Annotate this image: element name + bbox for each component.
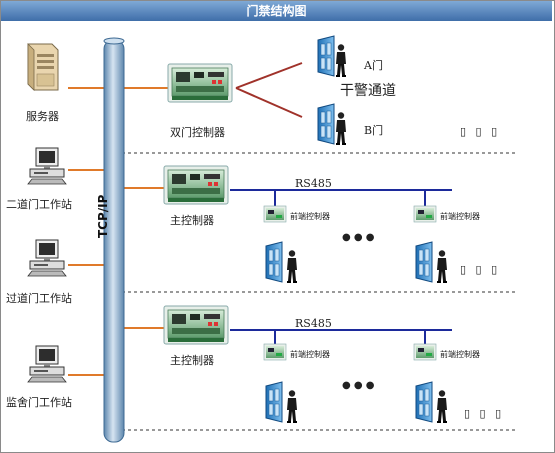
title-bar: 门禁结构图 [1,1,552,21]
circuit-board-icon [413,343,437,361]
channel-label: 干警通道 [340,83,396,99]
placeholder-marks: ▯ ▯ ▯ [460,263,501,276]
ws-pass-label: 过道门工作站 [6,292,72,305]
blue-door-icon [317,35,335,77]
guard-person-icon [287,250,297,283]
rs485-label: RS485 [295,317,332,330]
guard-person-icon [287,390,297,423]
workstation-links [68,87,104,376]
ellipsis-dots: ● ● ● [342,232,375,243]
guard-person-icon [437,250,447,283]
blue-door-icon [317,103,335,145]
circuit-board-icon [163,165,229,205]
front-controller-label: 前端控制器 [440,212,480,221]
placeholder-marks: ▯ ▯ ▯ [460,125,501,138]
main-controller-label: 主控制器 [170,214,214,227]
circuit-board-icon [263,343,287,361]
door-a-label: A门 [364,59,383,72]
guard-person-icon [437,390,447,423]
door-b-label: B门 [364,124,384,137]
ws2-label: 二道门工作站 [6,198,72,211]
circuit-board-icon [263,205,287,223]
blue-door-icon [265,381,283,423]
desktop-computer-icon [27,345,67,383]
ellipsis-dots: ● ● ● [342,380,375,391]
rs485-bus-2 [230,189,452,206]
controller-links [124,87,168,329]
dual-door-controller-label: 双门控制器 [170,126,225,139]
blue-door-icon [415,381,433,423]
desktop-computer-icon [27,239,67,277]
front-controller-label: 前端控制器 [440,350,480,359]
guard-person-icon [336,112,346,145]
diagram-title: 门禁结构图 [246,4,307,18]
rs485-label: RS485 [295,177,332,190]
circuit-board-icon [413,205,437,223]
circuit-board-icon [163,305,229,345]
server-tower-icon [27,43,59,91]
front-controller-label: 前端控制器 [290,350,330,359]
front-controller-label: 前端控制器 [290,212,330,221]
server-label: 服务器 [26,110,59,123]
ws-jail-label: 监舍门工作站 [6,396,72,409]
circuit-board-icon [167,63,233,103]
backbone-label: TCP/IP [96,194,110,238]
main-controller-label: 主控制器 [170,354,214,367]
blue-door-icon [265,241,283,283]
desktop-computer-icon [27,147,67,185]
guard-person-icon [336,44,346,77]
placeholder-marks: ▯ ▯ ▯ [464,407,505,420]
tcpip-backbone [103,37,125,443]
rs485-bus-3 [230,329,452,344]
door-split-lines [235,62,303,118]
blue-door-icon [415,241,433,283]
